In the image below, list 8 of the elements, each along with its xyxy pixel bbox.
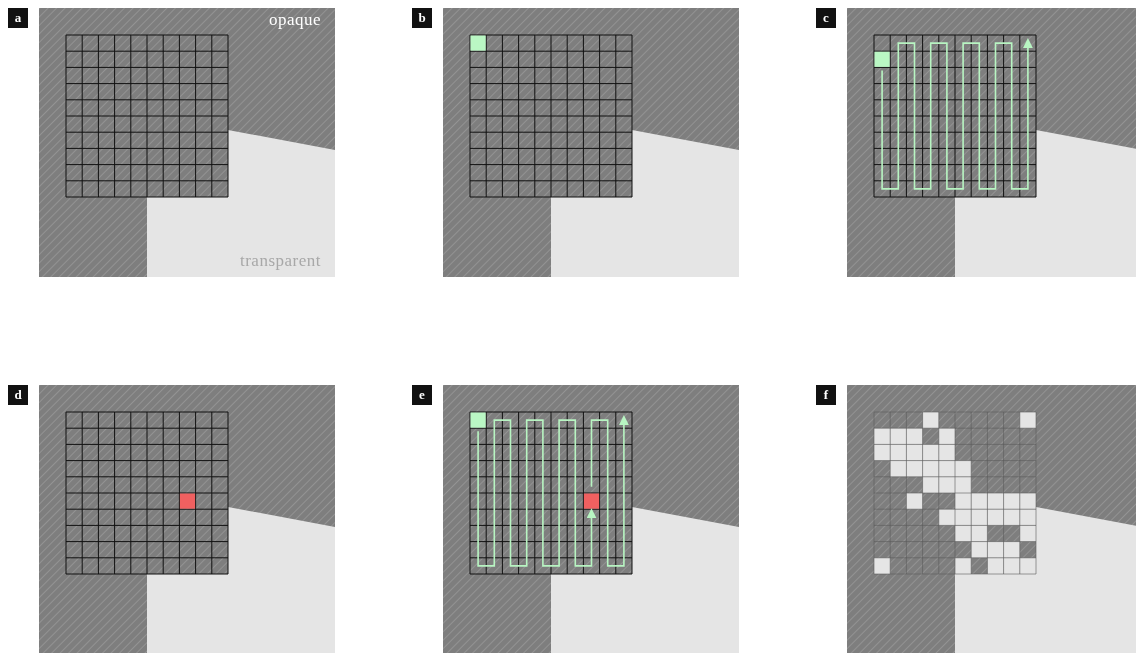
region-label: transparent (239, 251, 321, 271)
region-label: opaque (268, 10, 321, 30)
panel-label: b (412, 8, 432, 28)
panel-label: a (8, 8, 28, 28)
panel-label: c (816, 8, 836, 28)
panel-label: e (412, 385, 432, 405)
panel-label: d (8, 385, 28, 405)
panel-label: f (816, 385, 836, 405)
